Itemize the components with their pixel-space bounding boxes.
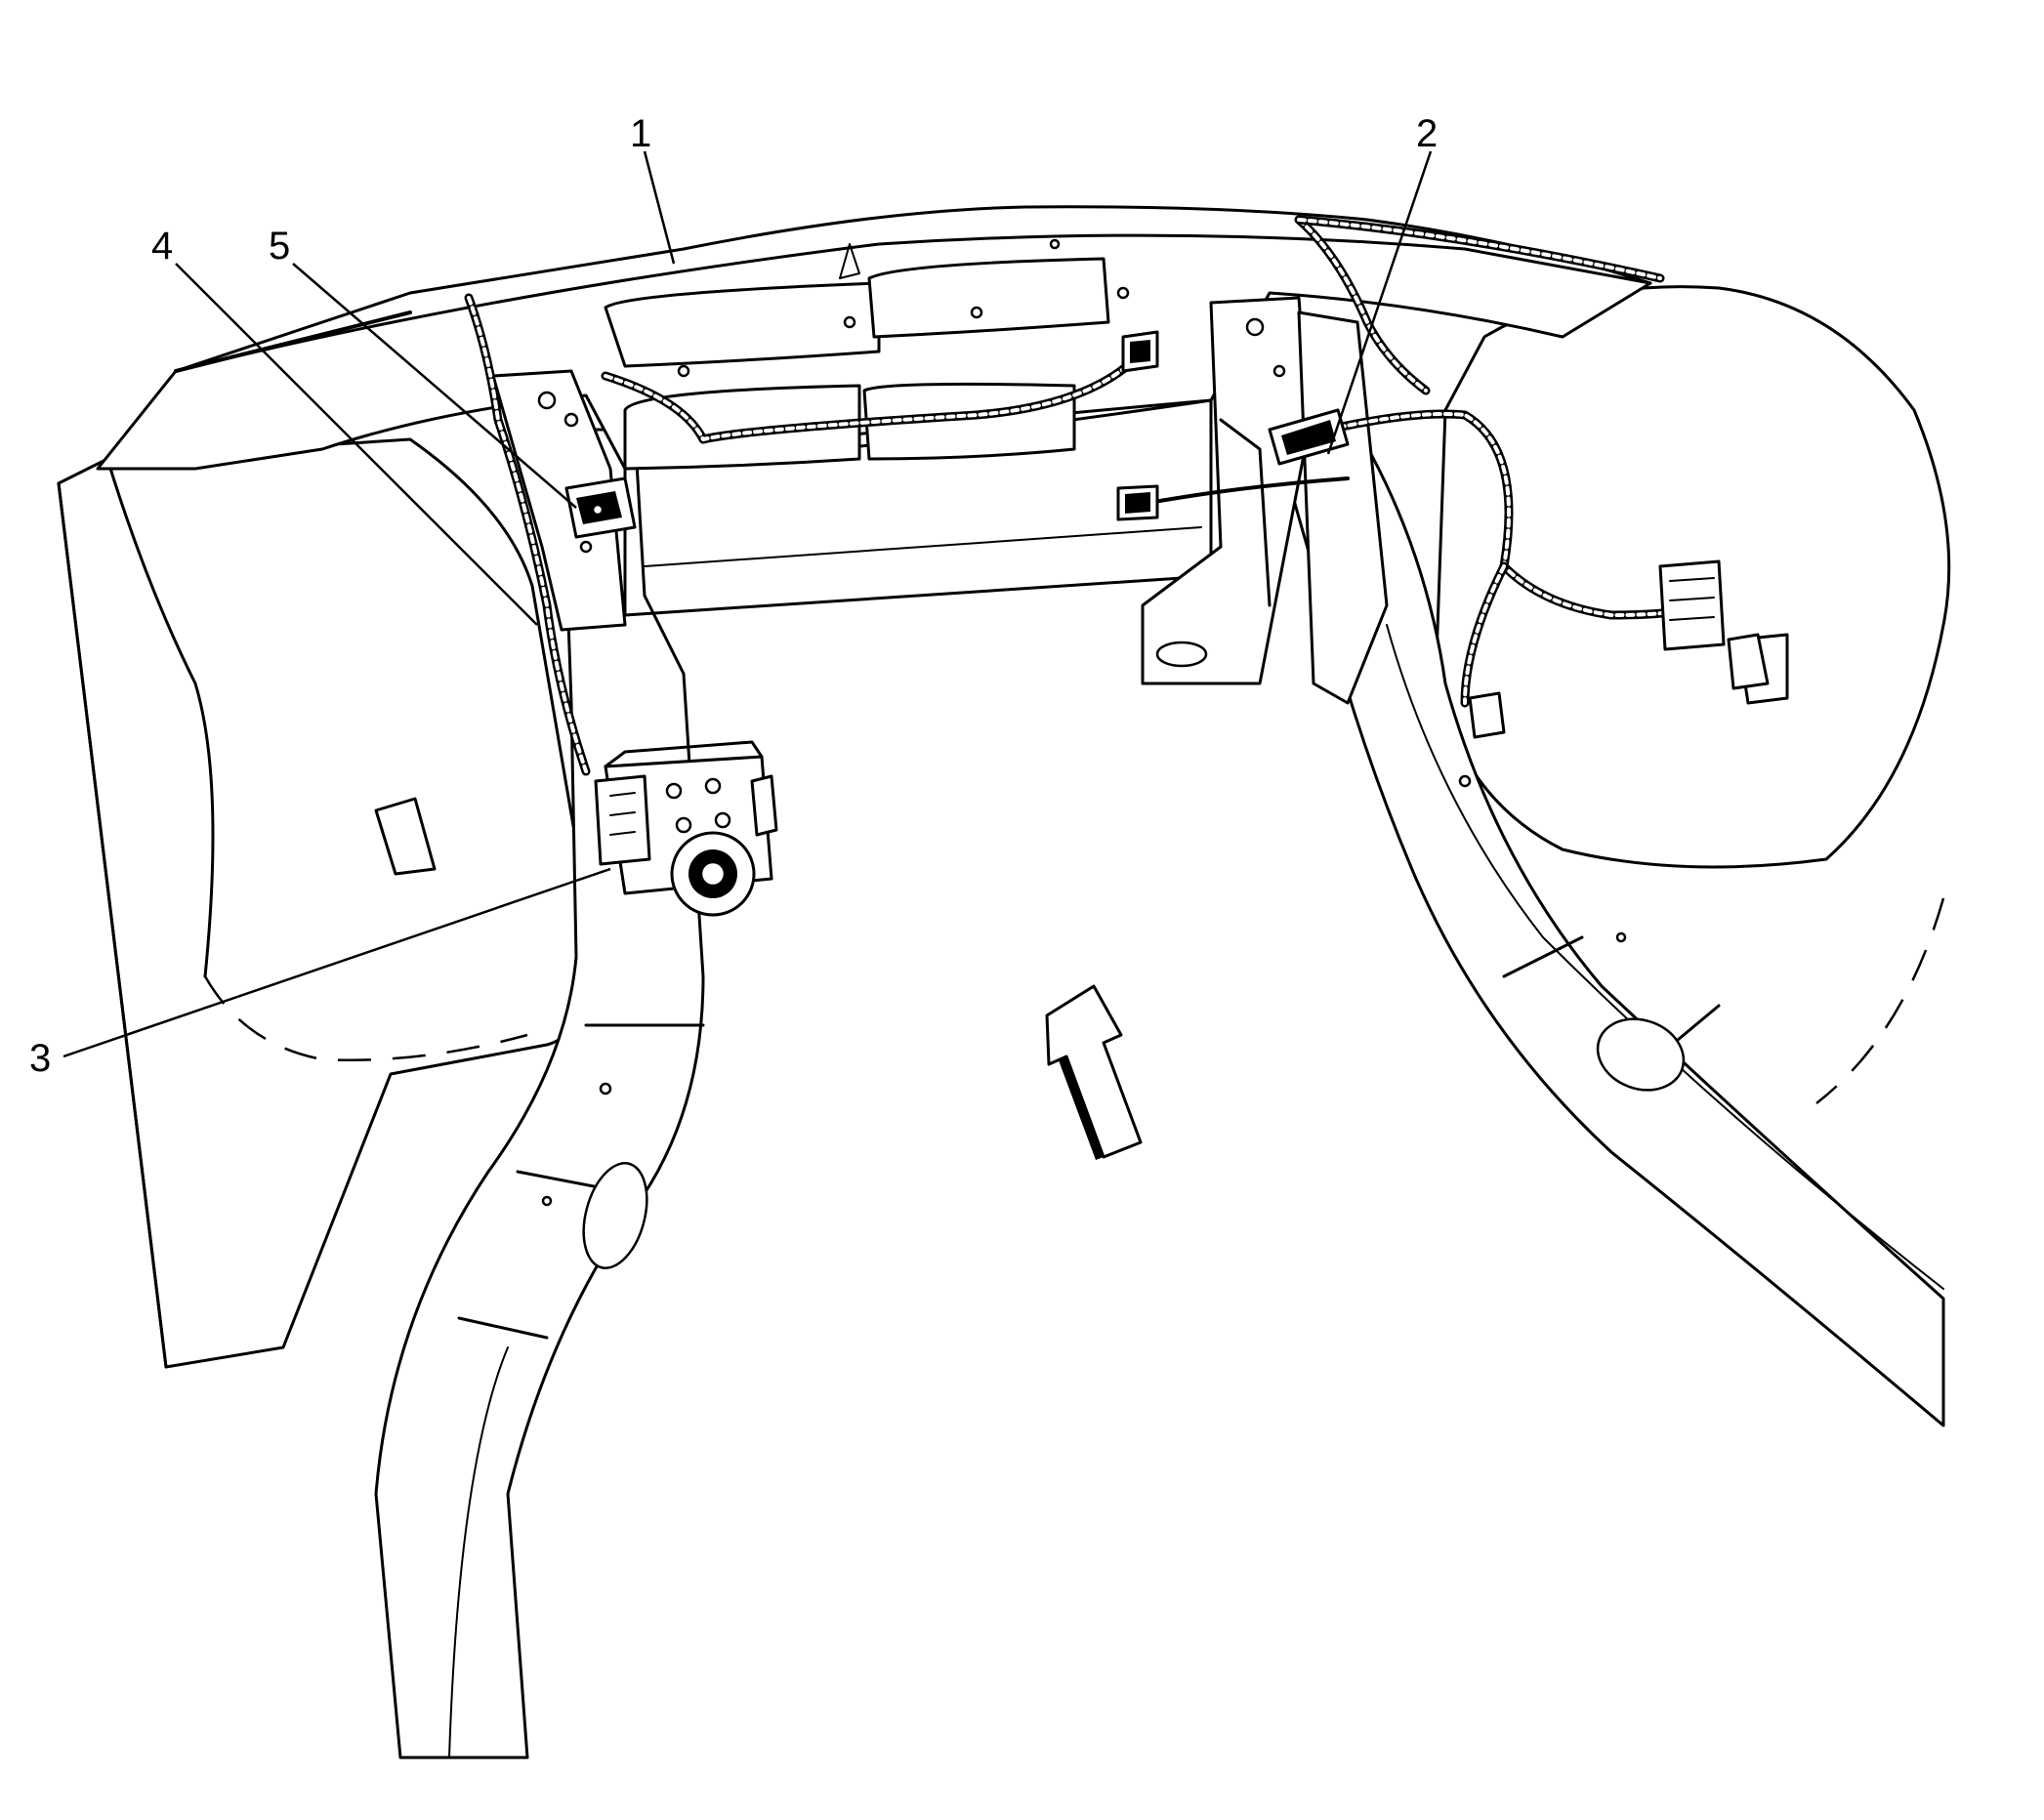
left-frame-rail <box>374 428 705 1759</box>
callout-4: 4 <box>151 225 173 268</box>
leader-1 <box>643 150 676 265</box>
callout-2: 2 <box>1416 112 1438 155</box>
leader-5 <box>292 263 577 509</box>
front-impact-sensor-right <box>1268 408 1350 466</box>
callout-leaders <box>63 150 1433 1058</box>
callout-labels: 1 2 3 4 5 <box>29 112 1438 1080</box>
relay-connector-right <box>1658 559 1770 690</box>
right-frame-rail <box>1277 428 1945 1427</box>
callout-5: 5 <box>269 225 290 268</box>
left-wheel-tire <box>57 437 598 1369</box>
leader-2 <box>1326 150 1433 455</box>
callout-1: 1 <box>630 112 651 155</box>
abs-modulator-module <box>594 740 778 917</box>
leader-3 <box>63 867 611 1058</box>
leader-4 <box>175 263 538 626</box>
left-mount-bracket <box>491 369 627 632</box>
front-crossmember <box>96 205 1652 617</box>
wiring-harness <box>174 215 1685 776</box>
connector-right-lower <box>1468 691 1506 739</box>
connector-right-upper <box>1121 330 1159 373</box>
connector-center-left <box>1116 484 1159 521</box>
front-impact-sensor-left <box>564 476 637 539</box>
forward-direction-arrow-icon <box>1045 984 1143 1160</box>
callout-3: 3 <box>29 1037 51 1080</box>
